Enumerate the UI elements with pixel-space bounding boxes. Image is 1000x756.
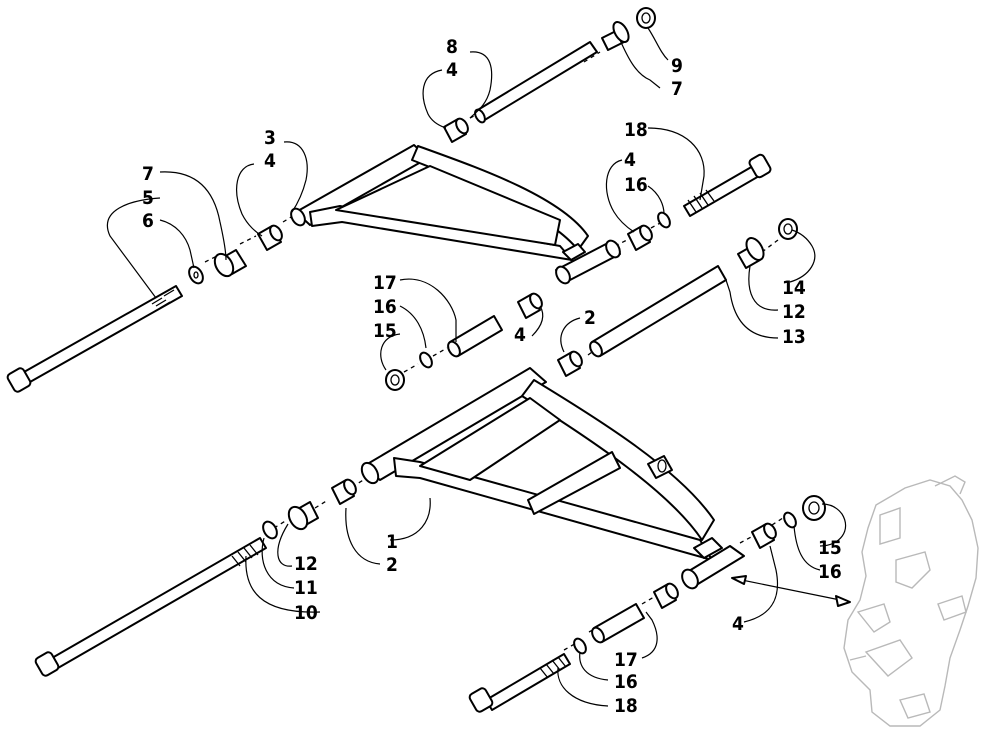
spindle-knuckle-outline — [843, 475, 979, 727]
callout-16-lower: 16 — [614, 671, 638, 693]
lower-right-washer — [783, 511, 797, 529]
callout-8: 8 — [446, 36, 458, 58]
upper-right-bushing — [627, 224, 653, 251]
upper-left-bushing — [257, 224, 283, 251]
callout-9: 9 — [671, 55, 683, 77]
callout-2-lower: 2 — [386, 554, 398, 576]
lower-right-nut — [802, 495, 826, 521]
callout-13: 13 — [782, 326, 806, 348]
callout-4-lower: 4 — [732, 613, 744, 635]
middle-left-nut — [385, 369, 405, 391]
callout-4-upper-left: 4 — [264, 150, 276, 172]
assembly-arrow — [731, 575, 851, 607]
lower-left-washer — [262, 520, 278, 540]
lower-front-bushing — [653, 582, 679, 609]
lower-rear-bushing — [557, 350, 583, 377]
callout-7-top: 7 — [671, 78, 683, 100]
callout-4-upper-right: 4 — [624, 149, 636, 171]
middle-left-spacer — [447, 315, 503, 358]
upper-left-washer — [188, 265, 204, 285]
upper-left-bolt — [6, 285, 183, 393]
callout-2-upper: 2 — [584, 307, 596, 329]
callout-15-lower: 15 — [818, 537, 842, 559]
lower-right-nut — [778, 218, 798, 240]
upper-nut — [636, 7, 656, 29]
upper-flange-bushing — [601, 21, 630, 51]
callout-5: 5 — [142, 187, 154, 209]
callout-7-left: 7 — [142, 163, 154, 185]
callout-17-lower: 17 — [614, 649, 638, 671]
callout-16-middle: 16 — [373, 296, 397, 318]
upper-front-bushing — [443, 117, 469, 143]
upper-right-bolt — [683, 153, 772, 217]
callout-4-top: 4 — [446, 59, 458, 81]
callout-17-middle: 17 — [373, 272, 397, 294]
callout-11: 11 — [294, 577, 318, 599]
callout-1: 1 — [386, 531, 398, 553]
lower-right-bushing — [751, 522, 777, 549]
upper-pivot-shaft — [474, 41, 598, 124]
lower-front-washer — [573, 637, 587, 655]
lower-pivot-shaft — [589, 265, 727, 358]
callout-10: 10 — [294, 602, 318, 624]
lower-left-bushing — [331, 478, 357, 505]
lower-front-bolt — [468, 653, 571, 713]
lower-left-flange-bushing — [287, 501, 319, 531]
callout-16-upper: 16 — [624, 174, 648, 196]
leader-lines — [107, 27, 847, 707]
lower-a-arm — [360, 367, 745, 590]
upper-a-arm — [290, 144, 621, 285]
callout-6: 6 — [142, 210, 154, 232]
callout-18-lower: 18 — [614, 695, 638, 717]
callout-16-lower-right: 16 — [818, 561, 842, 583]
middle-left-washer — [419, 351, 433, 369]
callout-4-middle: 4 — [514, 324, 526, 346]
centerlines — [204, 51, 787, 651]
upper-right-washer — [657, 211, 671, 229]
lower-right-flange-bushing — [737, 237, 765, 269]
callout-12-right: 12 — [782, 301, 806, 323]
lower-left-bolt — [34, 537, 267, 677]
callout-3: 3 — [264, 127, 276, 149]
callout-15-middle: 15 — [373, 320, 397, 342]
callout-labels: 8 4 9 7 3 4 7 5 6 18 4 16 17 16 15 4 2 1… — [142, 36, 842, 717]
callout-14: 14 — [782, 277, 806, 299]
callout-12-left: 12 — [294, 553, 318, 575]
lower-front-spacer — [591, 603, 645, 644]
middle-bushing — [517, 292, 543, 319]
callout-18-top: 18 — [624, 119, 648, 141]
upper-left-flange-bushing — [213, 249, 247, 278]
